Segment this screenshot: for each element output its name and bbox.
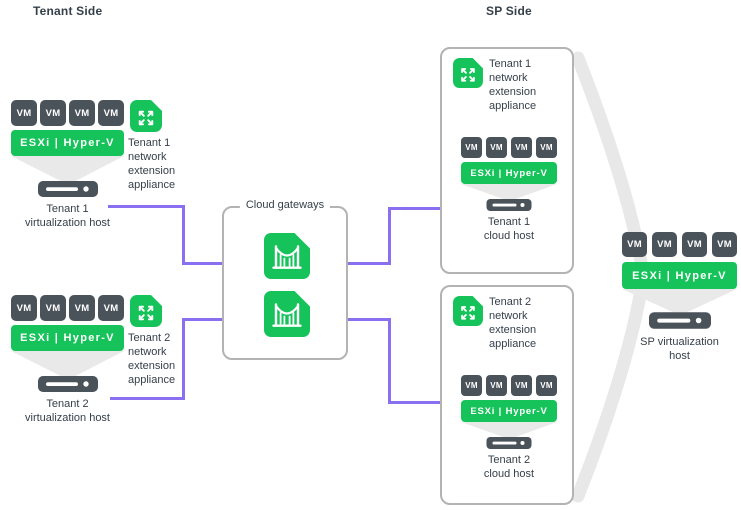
bridge-icon [263, 232, 311, 280]
vm-box: VM [511, 375, 532, 396]
funnel-band-bottom [571, 283, 648, 503]
sp-virtualization-host: VM VM VM VM ESXi | Hyper-V SP virtualiza… [622, 232, 737, 364]
connection-line-tenant2-to-gateway [110, 318, 222, 400]
vm-box: VM [652, 232, 677, 257]
expand-arrows-icon [130, 295, 162, 327]
vm-box: VM [682, 232, 707, 257]
tenant2-network-extension-appliance-label: Tenant 2 network extension appliance [128, 332, 176, 386]
tenant2-cloud-box: Tenant 2 network extension appliance VM … [440, 285, 574, 505]
vm-box: VM [11, 100, 37, 126]
vm-row: VM VM VM VM [461, 137, 557, 158]
tenant2-cloud-host: VM VM VM VM ESXi | Hyper-V Tenant 2 clou… [461, 375, 557, 482]
funnel-shape [11, 351, 124, 376]
tenant1-cloud-box: Tenant 1 network extension appliance VM … [440, 47, 574, 274]
server-icon [37, 376, 98, 392]
vm-box: VM [40, 100, 66, 126]
appliance-label: Tenant 1 network extension appliance [488, 58, 537, 112]
hypervisor-bar: ESXi | Hyper-V [461, 162, 557, 184]
host-label: Tenant 2 cloud host [483, 454, 535, 480]
appliance-label: Tenant 2 network extension appliance [488, 296, 537, 350]
tenant1-cloud-host: VM VM VM VM ESXi | Hyper-V Tenant 1 clou… [461, 137, 557, 244]
funnel-shape [461, 422, 557, 437]
vm-box: VM [536, 137, 557, 158]
vm-box: VM [622, 232, 647, 257]
vm-box: VM [40, 295, 66, 321]
sp-side-header: SP Side [486, 4, 532, 18]
tenant2-virtualization-host: VM VM VM VM ESXi | Hyper-V Tenant 2 virt… [11, 295, 124, 426]
tenant1-network-extension-appliance-label: Tenant 1 network extension appliance [128, 137, 176, 191]
tenant2-cloud-appliance: Tenant 2 network extension appliance [453, 295, 572, 352]
vm-row: VM VM VM VM [622, 232, 737, 257]
vm-box: VM [511, 137, 532, 158]
hypervisor-bar: ESXi | Hyper-V [11, 325, 124, 351]
connection-line-gateway-to-tenant1-cloud [348, 207, 440, 265]
hypervisor-bar: ESXi | Hyper-V [622, 262, 737, 289]
hypervisor-bar: ESXi | Hyper-V [461, 400, 557, 422]
hypervisor-bar: ESXi | Hyper-V [11, 130, 124, 156]
server-icon [486, 437, 532, 449]
vm-box: VM [486, 137, 507, 158]
vm-box: VM [98, 100, 124, 126]
funnel-shape [622, 289, 737, 312]
server-icon [37, 181, 98, 197]
vm-box: VM [69, 295, 95, 321]
tenant1-cloud-appliance: Tenant 1 network extension appliance [453, 57, 572, 114]
expand-arrows-icon [130, 100, 162, 132]
vm-box: VM [69, 100, 95, 126]
bridge-icon [263, 290, 311, 338]
cloud-gateways-title: Cloud gateways [239, 199, 331, 211]
host-label: Tenant 1 virtualization host [25, 203, 110, 229]
vm-row: VM VM VM VM [461, 375, 557, 396]
connection-line-tenant1-to-gateway [108, 205, 222, 265]
host-label: SP virtualization host [640, 336, 719, 362]
funnel-shape [11, 156, 124, 181]
vm-row: VM VM VM VM [11, 100, 124, 126]
vm-box: VM [712, 232, 737, 257]
vm-box: VM [98, 295, 124, 321]
vm-box: VM [461, 375, 482, 396]
tenant1-virtualization-host: VM VM VM VM ESXi | Hyper-V Tenant 1 virt… [11, 100, 124, 231]
host-label: Tenant 2 virtualization host [25, 398, 110, 424]
funnel-shape [461, 184, 557, 199]
cloud-gateways-box: Cloud gateways [222, 199, 348, 360]
tenant-side-header: Tenant Side [33, 4, 103, 18]
expand-arrows-icon [453, 295, 483, 327]
vm-box: VM [486, 375, 507, 396]
vm-box: VM [11, 295, 37, 321]
vm-box: VM [461, 137, 482, 158]
vm-box: VM [536, 375, 557, 396]
server-icon [648, 312, 711, 329]
server-icon [486, 199, 532, 211]
host-label: Tenant 1 cloud host [483, 216, 535, 242]
expand-arrows-icon [453, 57, 483, 89]
connection-line-gateway-to-tenant2-cloud [348, 318, 440, 404]
vm-row: VM VM VM VM [11, 295, 124, 321]
